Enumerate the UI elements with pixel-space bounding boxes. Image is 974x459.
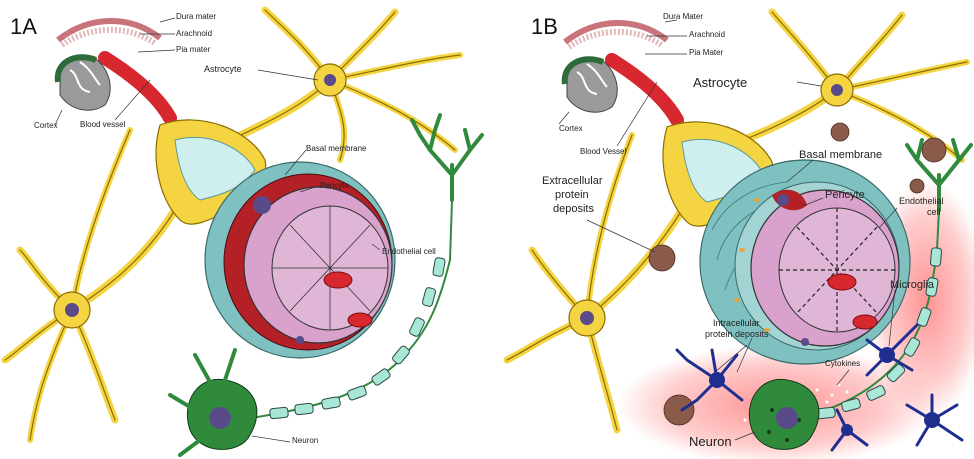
label-pia-mater-b: Pia Mater: [689, 49, 723, 57]
astrocyte-left-nucleus-b: [580, 311, 594, 325]
label-dura-mater: Dura mater: [176, 13, 216, 21]
panel-1a-tag: 1A: [10, 14, 37, 40]
label-extracellular-line3-b: deposits: [553, 204, 594, 216]
label-intracellular-line2-b: protein deposits: [705, 330, 769, 339]
neuron-nucleus: [209, 407, 231, 429]
label-arachnoid-b: Arachnoid: [689, 31, 725, 39]
panel-1b-tag: 1B: [531, 14, 558, 40]
label-cortex: Cortex: [34, 122, 58, 130]
label-endothelial-cell: Endothelial cell: [382, 248, 436, 256]
label-endothelial-line1-b: Endothelial: [899, 197, 944, 206]
label-arachnoid: Arachnoid: [176, 30, 212, 38]
astrocyte-top-nucleus: [324, 74, 336, 86]
label-pericyte-b: Pericyte: [825, 190, 865, 202]
label-astrocyte: Astrocyte: [204, 65, 242, 74]
blood-vessel-stem: [105, 58, 170, 118]
label-basal-membrane-b: Basal membrane: [799, 150, 882, 162]
astrocyte-left-processes: [5, 130, 175, 440]
label-neuron-b: Neuron: [689, 435, 732, 449]
label-extracellular-line2-b: protein: [555, 190, 589, 202]
vessel-cross-section: [205, 162, 395, 358]
label-cytokines-b: Cytokines: [825, 360, 860, 368]
label-endothelial-line2-b: cell: [927, 208, 941, 217]
panel-1b: 1B Dura Mater Arachnoid Pia Mater Cortex…: [487, 0, 974, 459]
arachnoid-web: [62, 30, 156, 45]
panel-1b-diagram: [487, 0, 974, 459]
label-extracellular-line1-b: Extracellular: [542, 176, 603, 188]
label-pia-mater: Pia mater: [176, 46, 210, 54]
label-blood-vessel-b: Blood Vessel: [580, 148, 626, 156]
neuron-nucleus-b: [776, 407, 798, 429]
astrocyte-top-nucleus-b: [831, 84, 843, 96]
label-pericyte: Pericyte: [320, 182, 349, 190]
panel-1a-diagram: [0, 0, 487, 459]
label-blood-vessel: Blood vessel: [80, 121, 125, 129]
label-dura-mater-b: Dura Mater: [663, 13, 703, 21]
panel-1a: 1A Dura mater Arachnoid Pia mater Cortex…: [0, 0, 487, 459]
astrocyte-left-nucleus: [65, 303, 79, 317]
arachnoid-web-b: [569, 32, 663, 47]
label-cortex-b: Cortex: [559, 125, 583, 133]
label-microglia-b: Microglia: [890, 280, 934, 292]
label-astrocyte-b: Astrocyte: [693, 76, 747, 90]
label-basal-membrane: Basal membrane: [306, 145, 366, 153]
blood-vessel-stem-b: [612, 60, 677, 120]
label-neuron: Neuron: [292, 437, 318, 445]
label-intracellular-line1-b: Intracellular: [713, 319, 760, 328]
